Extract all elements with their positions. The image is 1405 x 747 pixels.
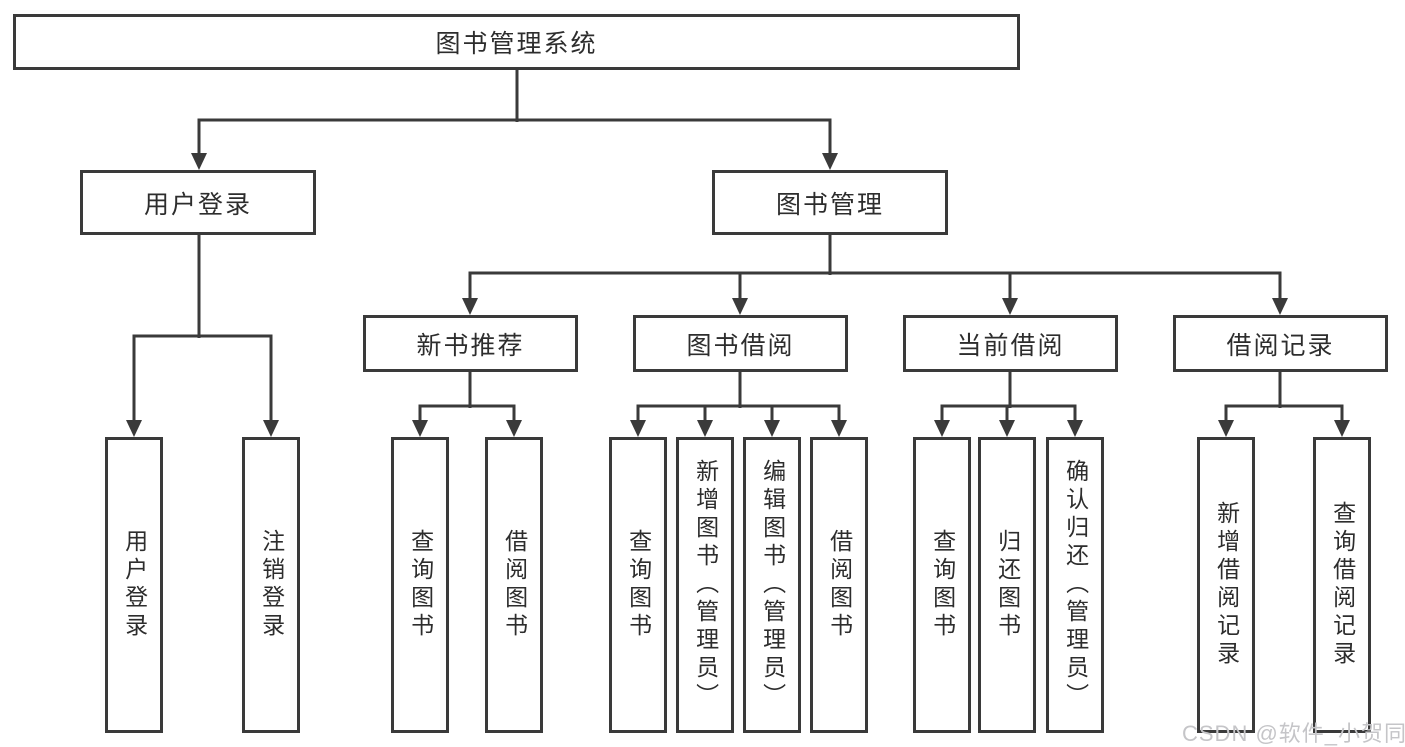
node-borrowing-records: 借阅记录 xyxy=(1173,315,1388,372)
csdn-watermark: CSDN @软件_小贺同学 xyxy=(1182,721,1405,746)
node-book-management: 图书管理 xyxy=(712,170,948,235)
leaf-add-books-admin: 新增图书（管理员） xyxy=(676,437,734,733)
node-current-borrowing: 当前借阅 xyxy=(903,315,1118,372)
leaf-query-books: 查询图书 xyxy=(609,437,667,733)
leaf-user-login: 用户登录 xyxy=(105,437,163,733)
node-book-borrowing: 图书借阅 xyxy=(633,315,848,372)
leaf-logout: 注销登录 xyxy=(242,437,300,733)
arrowheads xyxy=(126,153,1350,437)
node-new-book-recommend: 新书推荐 xyxy=(363,315,578,372)
leaf-confirm-return-admin: 确认归还（管理员） xyxy=(1046,437,1104,733)
leaf-return-books: 归还图书 xyxy=(978,437,1036,733)
leaf-borrow-books: 借阅图书 xyxy=(485,437,543,733)
leaf-query-books: 查询图书 xyxy=(913,437,971,733)
node-root-system: 图书管理系统 xyxy=(13,14,1020,70)
leaf-query-borrow-record: 查询借阅记录 xyxy=(1313,437,1371,733)
leaf-add-borrow-record: 新增借阅记录 xyxy=(1197,437,1255,733)
leaf-query-books: 查询图书 xyxy=(391,437,449,733)
node-user-login: 用户登录 xyxy=(80,170,316,235)
leaf-borrow-books: 借阅图书 xyxy=(810,437,868,733)
leaf-edit-books-admin: 编辑图书（管理员） xyxy=(743,437,801,733)
